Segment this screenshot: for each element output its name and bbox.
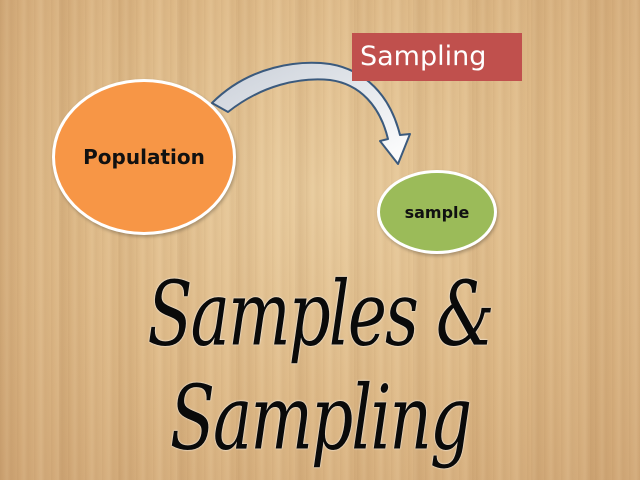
sample-node: sample [377, 170, 497, 254]
sampling-label: Sampling [352, 33, 522, 81]
population-node: Population [52, 79, 236, 235]
population-label: Population [83, 145, 205, 169]
slide-title: Samples & Sampling Techniques [141, 262, 502, 480]
sample-label: sample [404, 202, 470, 222]
